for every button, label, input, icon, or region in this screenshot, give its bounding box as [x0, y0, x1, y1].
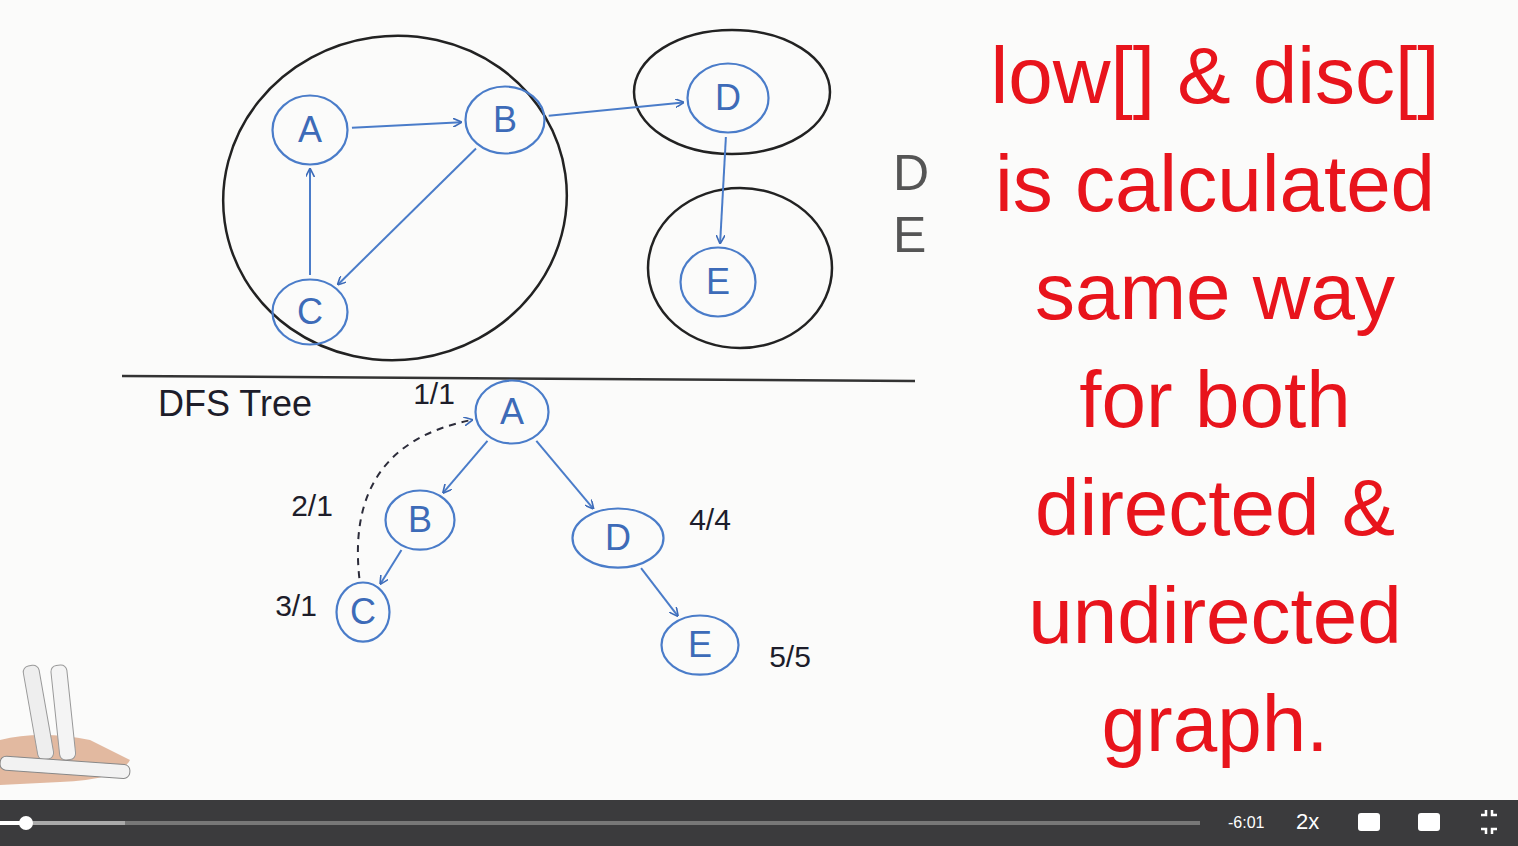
dfs-number: 4/4 [689, 505, 731, 535]
dfs-number: 2/1 [291, 491, 333, 521]
circle-node: A1/1 [474, 379, 550, 445]
circle-node: D4/4 [571, 507, 665, 569]
node-letter: E [706, 264, 730, 300]
dfs-number: 1/1 [413, 379, 455, 409]
circle-node: B2/1 [384, 489, 456, 551]
graph-edge [309, 169, 311, 275]
speed-setting: 2x [1296, 811, 1319, 833]
node-letter: B [408, 502, 432, 538]
scc-outline [634, 30, 830, 154]
graph-edge [352, 122, 461, 128]
graph-edge [641, 568, 678, 616]
circle-node: A [271, 94, 349, 166]
graph-edge [443, 441, 487, 493]
graph-edge [720, 137, 726, 243]
annotation-note: low[] & disc[] is calculated same way fo… [980, 22, 1450, 778]
graph-edge [549, 102, 684, 115]
circle-node: E [679, 246, 757, 318]
faint-note: E [893, 210, 926, 260]
circle-node: C [271, 278, 349, 346]
faint-note: D [893, 148, 929, 198]
node-letter: A [298, 112, 322, 148]
node-letter: A [500, 394, 524, 430]
dfs-number: 3/1 [275, 591, 317, 621]
graph-edge [338, 149, 476, 285]
graph-edge [536, 441, 593, 509]
graph-edge [380, 550, 401, 584]
time-remaining: -6:01 [1228, 815, 1264, 831]
circle-node: E5/5 [660, 614, 740, 676]
circle-node: B [464, 85, 546, 155]
circle-node: D [686, 62, 770, 134]
hand-markers [0, 664, 130, 785]
player-controls [0, 810, 1497, 834]
node-letter: E [688, 627, 712, 663]
node-letter: C [350, 594, 376, 630]
dfs-number: 5/5 [769, 642, 811, 672]
node-letter: D [715, 80, 741, 116]
node-letter: D [605, 520, 631, 556]
back-edge [358, 420, 472, 578]
scc-outline [202, 14, 588, 383]
node-letter: B [493, 102, 517, 138]
circle-node: C3/1 [335, 581, 391, 643]
scc-outline [648, 188, 832, 348]
tree-heading: DFS Tree [158, 386, 312, 422]
node-letter: C [297, 294, 323, 330]
